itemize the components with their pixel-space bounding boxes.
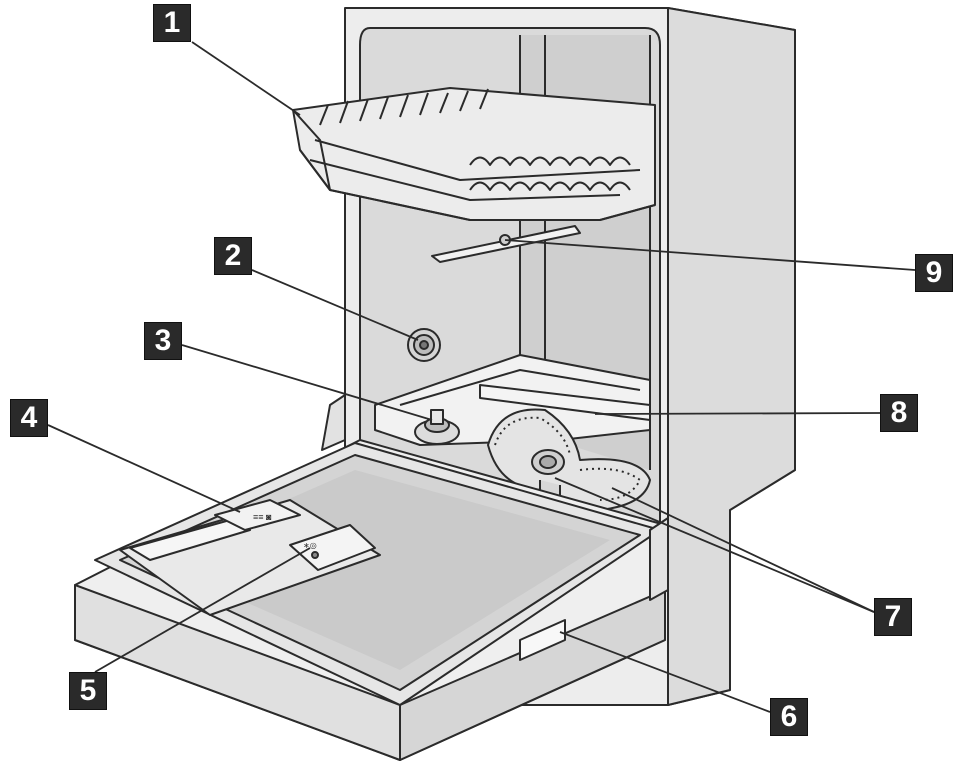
detergent-dispenser: ≡≡ ◙	[119, 499, 381, 616]
callout-7: 7	[874, 598, 912, 636]
callout-number: 8	[890, 396, 908, 429]
callout-number: 6	[780, 700, 798, 733]
callout-5: 5	[69, 672, 107, 710]
leader-lines	[47, 41, 916, 713]
callout-9: 9	[915, 254, 953, 292]
callout-number: 1	[163, 6, 181, 39]
callout-number: 7	[884, 600, 902, 633]
callout-number: 3	[154, 324, 172, 357]
callout-number: 5	[79, 674, 97, 707]
upper-spray-arm-inlet	[407, 328, 441, 362]
callout-1: 1	[153, 4, 191, 42]
callout-8: 8	[880, 394, 918, 432]
rating-plate	[519, 619, 566, 661]
svg-text:∗◎: ∗◎	[303, 541, 317, 550]
rinse-aid-dispenser: ∗◎	[289, 524, 376, 571]
lower-spray-arm-hub	[414, 409, 460, 445]
callout-2: 2	[214, 237, 252, 275]
callout-number: 2	[224, 239, 242, 272]
door-hinges	[321, 394, 669, 601]
svg-text:≡≡ ◙: ≡≡ ◙	[253, 512, 272, 522]
callout-number: 4	[20, 401, 38, 434]
callout-number: 9	[925, 256, 943, 289]
upper-basket	[292, 87, 656, 221]
callout-3: 3	[144, 322, 182, 360]
lower-spray-arm	[479, 384, 651, 421]
callout-4: 4	[10, 399, 48, 437]
callout-6: 6	[770, 698, 808, 736]
